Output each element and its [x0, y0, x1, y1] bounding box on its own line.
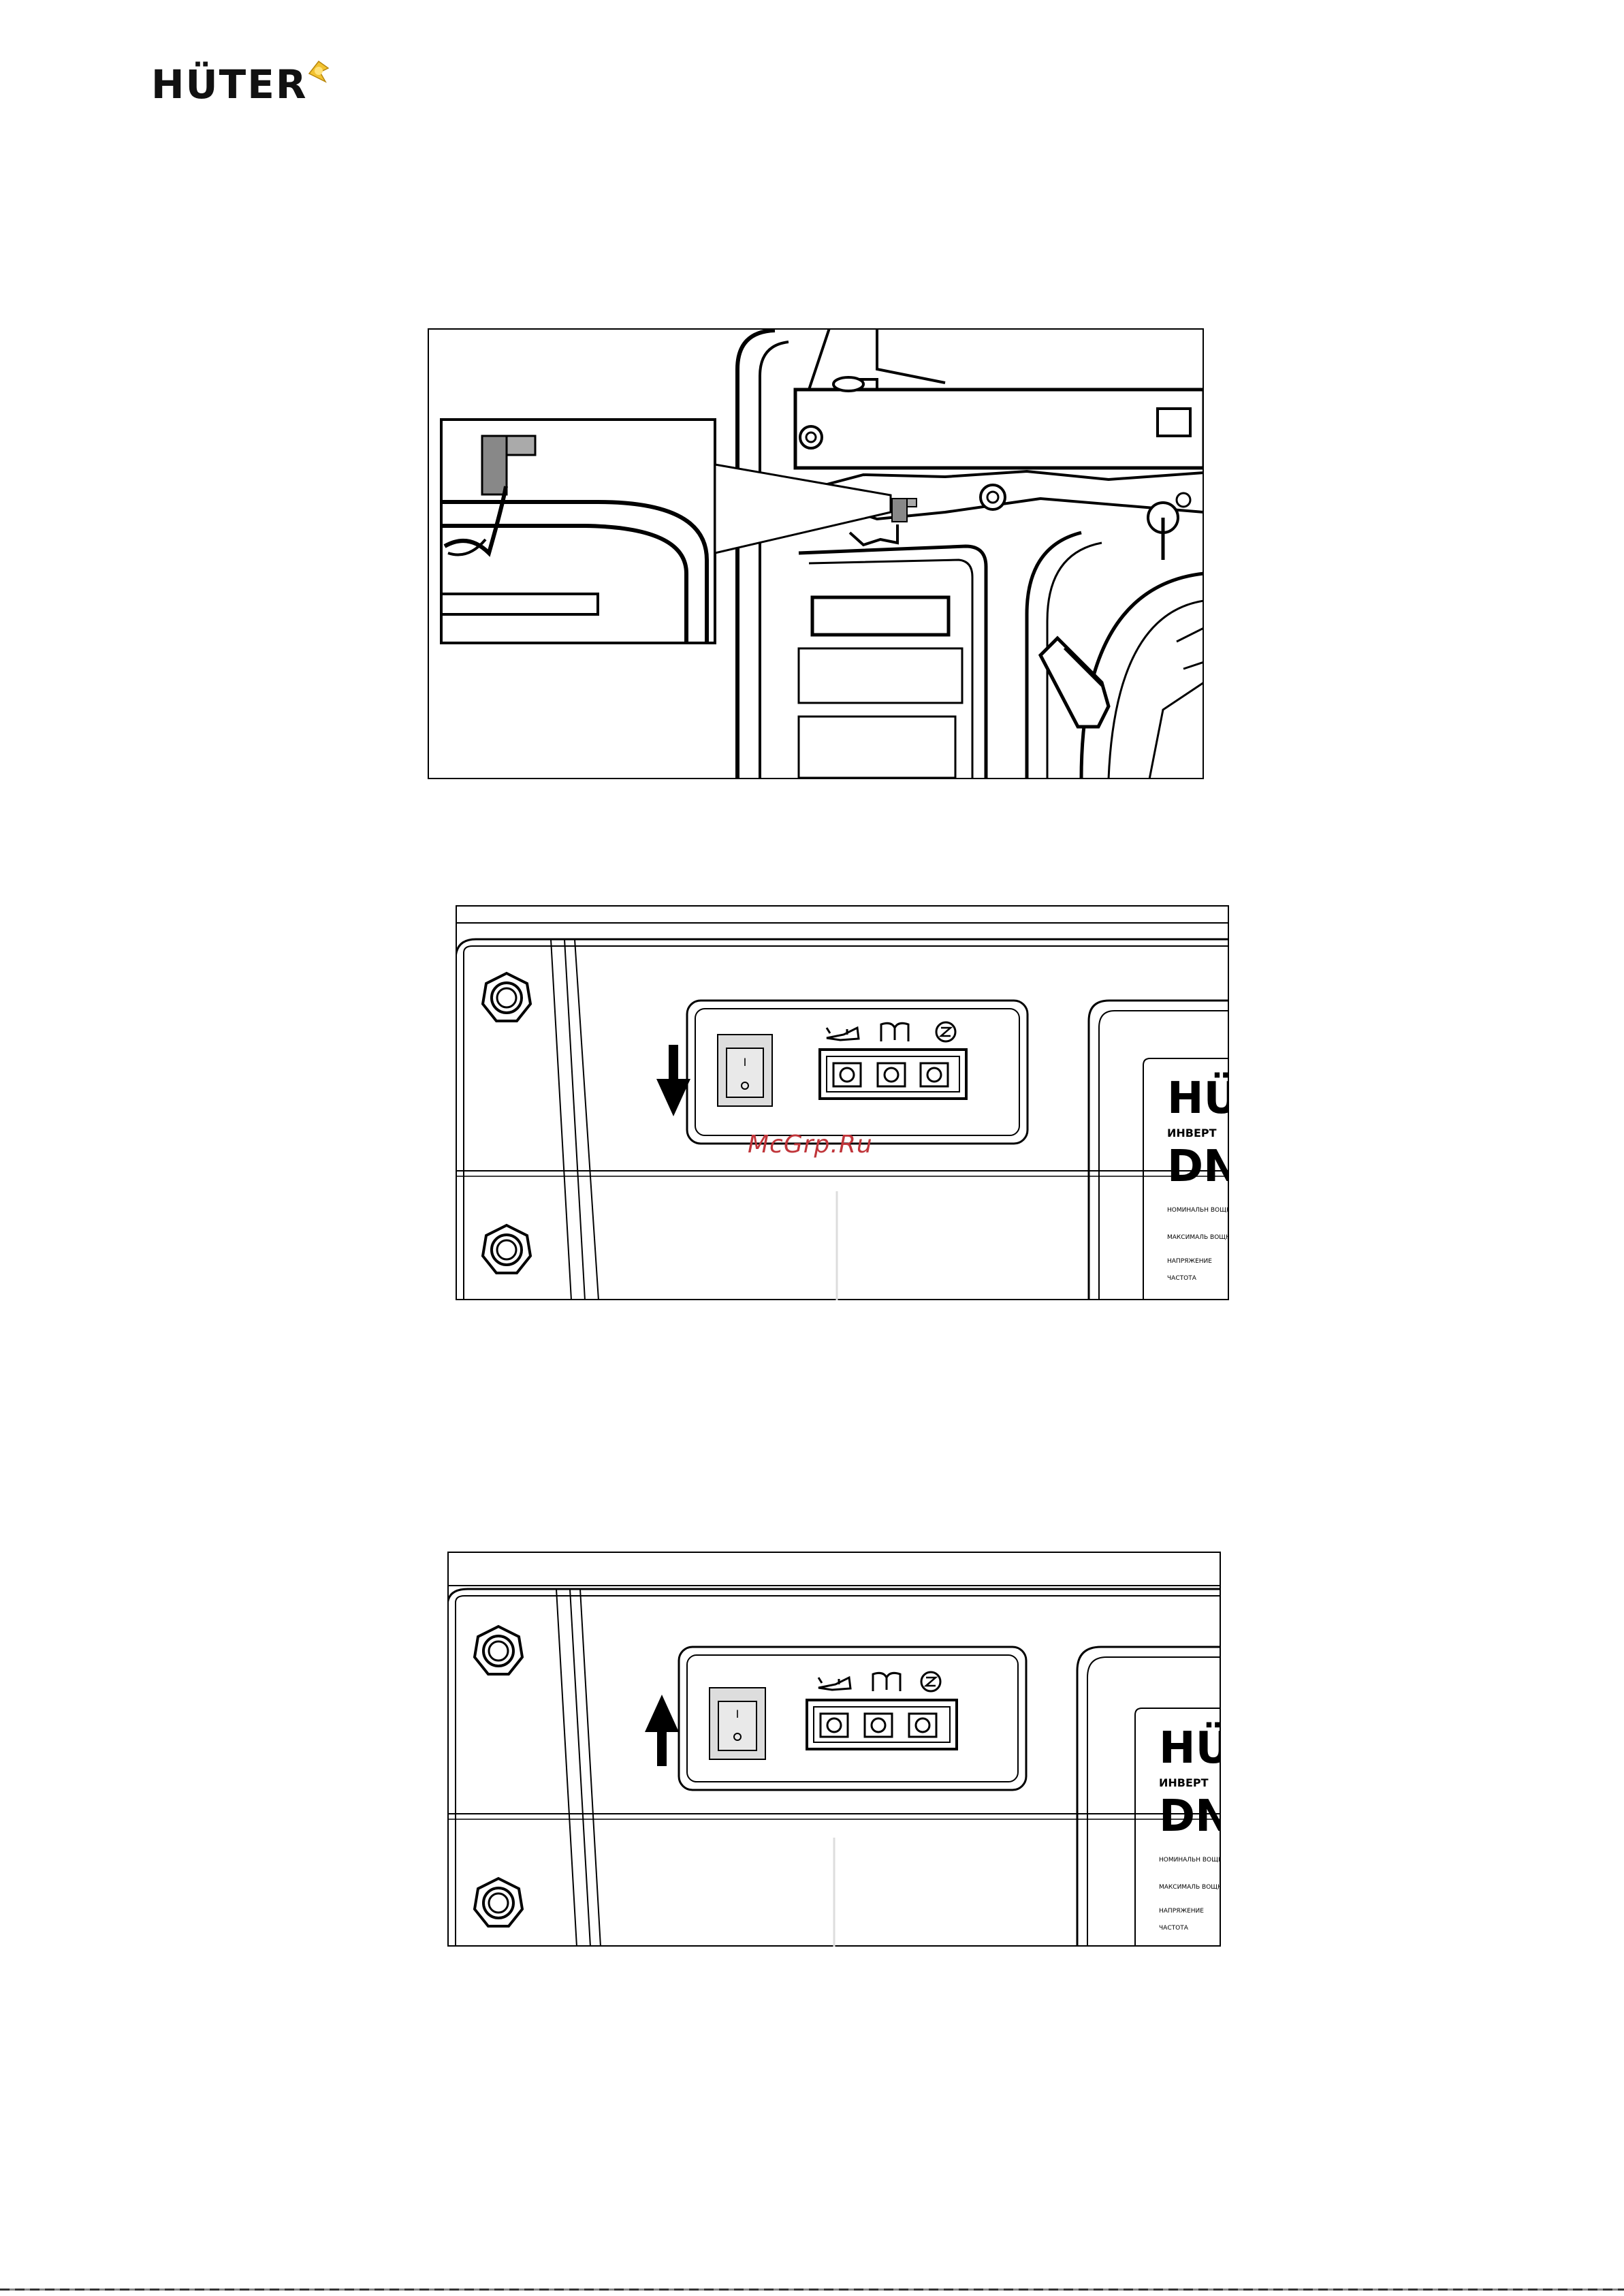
- label-spec2-2: МАКСИМАЛЬ ВОЩНОСТЬ: [1159, 1884, 1221, 1891]
- switch-on-symbol: I: [744, 1056, 747, 1069]
- fuel-valve-figure: [428, 328, 1204, 779]
- switch-off-figure: I HÜ ИНВЕРТ DN НОМИНАЛЬН ВОЩНОСТЬ МАКСИМ…: [456, 905, 1229, 1300]
- logo-spark-icon: [305, 59, 332, 86]
- label-spec3: НАПРЯЖЕНИЕ: [1167, 1258, 1212, 1265]
- label-spec1: НОМИНАЛЬН ВОЩНОСТЬ: [1167, 1207, 1229, 1214]
- label-spec4: ЧАСТОТА: [1167, 1275, 1197, 1282]
- label-line1: ИНВЕРТ: [1167, 1127, 1217, 1139]
- footer-divider: [0, 2289, 1624, 2291]
- logo-text: HÜTER: [151, 61, 307, 108]
- label-brand-2: HÜ: [1159, 1722, 1221, 1774]
- label-spec4-2: ЧАСТОТА: [1159, 1925, 1189, 1932]
- switch-on-symbol-2: I: [736, 1708, 739, 1720]
- label-spec3-2: НАПРЯЖЕНИЕ: [1159, 1908, 1204, 1915]
- watermark-text: McGrp.Ru: [748, 1131, 873, 1159]
- label-spec2: МАКСИМАЛЬ ВОЩНОСТЬ: [1167, 1234, 1229, 1241]
- switch-on-figure: I HÜ ИНВЕРТ DN НОМИНАЛЬН ВОЩНОСТЬ МАКСИМ…: [447, 1552, 1221, 1947]
- label-spec1-2: НОМИНАЛЬН ВОЩНОСТЬ: [1159, 1857, 1221, 1863]
- huter-logo: HÜTER: [151, 59, 328, 110]
- label-model: DN: [1167, 1142, 1229, 1192]
- label-brand: HÜ: [1167, 1072, 1229, 1124]
- hex-nut-icon: [483, 973, 530, 1021]
- label-line1-2: ИНВЕРТ: [1159, 1776, 1209, 1789]
- label-model-2: DN: [1159, 1791, 1221, 1842]
